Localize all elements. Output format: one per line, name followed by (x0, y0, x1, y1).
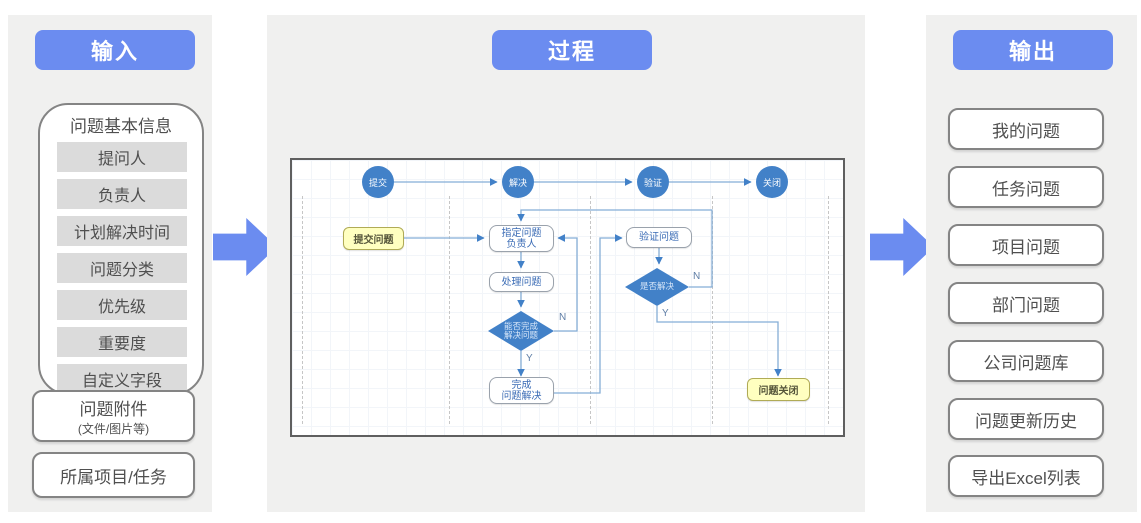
attachment-label: 问题附件 (79, 400, 148, 419)
field-owner: 负责人 (57, 179, 187, 209)
field-plan-time: 计划解决时间 (57, 216, 187, 246)
output-header: 输出 (953, 30, 1113, 70)
stage-close: 关闭 (756, 166, 788, 198)
arrow-process-to-output-icon (870, 218, 934, 276)
field-category: 问题分类 (57, 253, 187, 283)
node-handle-issue: 处理问题 (489, 272, 554, 292)
output-item-task-issues: 任务问题 (948, 166, 1104, 208)
basic-info-title: 问题基本信息 (70, 117, 172, 136)
stage-resolve: 解决 (502, 166, 534, 198)
output-item-project-issues: 项目问题 (948, 224, 1104, 266)
field-custom: 自定义字段 (57, 364, 187, 394)
attachment-sublabel: (文件/图片等) (77, 422, 150, 436)
node-close-issue: 问题关闭 (747, 378, 810, 401)
lane-divider (828, 196, 829, 424)
basic-info-group: 问题基本信息 提问人 负责人 计划解决时间 问题分类 优先级 重要度 自定义字段 (38, 103, 204, 395)
lane-divider (302, 196, 303, 424)
branch-y2-label: Y (662, 308, 669, 319)
branch-n2-label: N (693, 271, 701, 282)
field-importance: 重要度 (57, 327, 187, 357)
attachment-box: 问题附件 (文件/图片等) (32, 390, 195, 442)
input-header: 输入 (35, 30, 195, 70)
branch-n1-label: N (559, 312, 567, 323)
output-item-my-issues: 我的问题 (948, 108, 1104, 150)
branch-y1-label: Y (526, 353, 533, 364)
output-item-company-issue-library: 公司问题库 (948, 340, 1104, 382)
node-assign-owner: 指定问题 负责人 (489, 225, 554, 252)
stage-verify: 验证 (637, 166, 669, 198)
flowchart-panel: 提交 解决 验证 关闭 提交问题 指定问题 负责人 处理问题 能否完成 解决问题… (290, 158, 845, 437)
project-task-box: 所属项目/任务 (32, 452, 195, 498)
lane-divider (590, 196, 591, 424)
node-finish-solution: 完成 问题解决 (489, 377, 554, 404)
lane-divider (449, 196, 450, 424)
stage-submit: 提交 (362, 166, 394, 198)
output-item-update-history: 问题更新历史 (948, 398, 1104, 440)
input-column: 输入 问题基本信息 提问人 负责人 计划解决时间 问题分类 优先级 重要度 自定… (8, 15, 212, 512)
flow-edges (394, 178, 782, 394)
lane-divider (712, 196, 713, 424)
field-asker: 提问人 (57, 142, 187, 172)
node-submit-issue: 提交问题 (343, 227, 404, 250)
output-item-department-issues: 部门问题 (948, 282, 1104, 324)
field-priority: 优先级 (57, 290, 187, 320)
node-verify-issue: 验证问题 (626, 227, 692, 248)
output-item-export-excel: 导出Excel列表 (948, 455, 1104, 497)
output-column: 输出 我的问题 任务问题 项目问题 部门问题 公司问题库 问题更新历史 导出Ex… (926, 15, 1137, 512)
process-header: 过程 (492, 30, 652, 70)
